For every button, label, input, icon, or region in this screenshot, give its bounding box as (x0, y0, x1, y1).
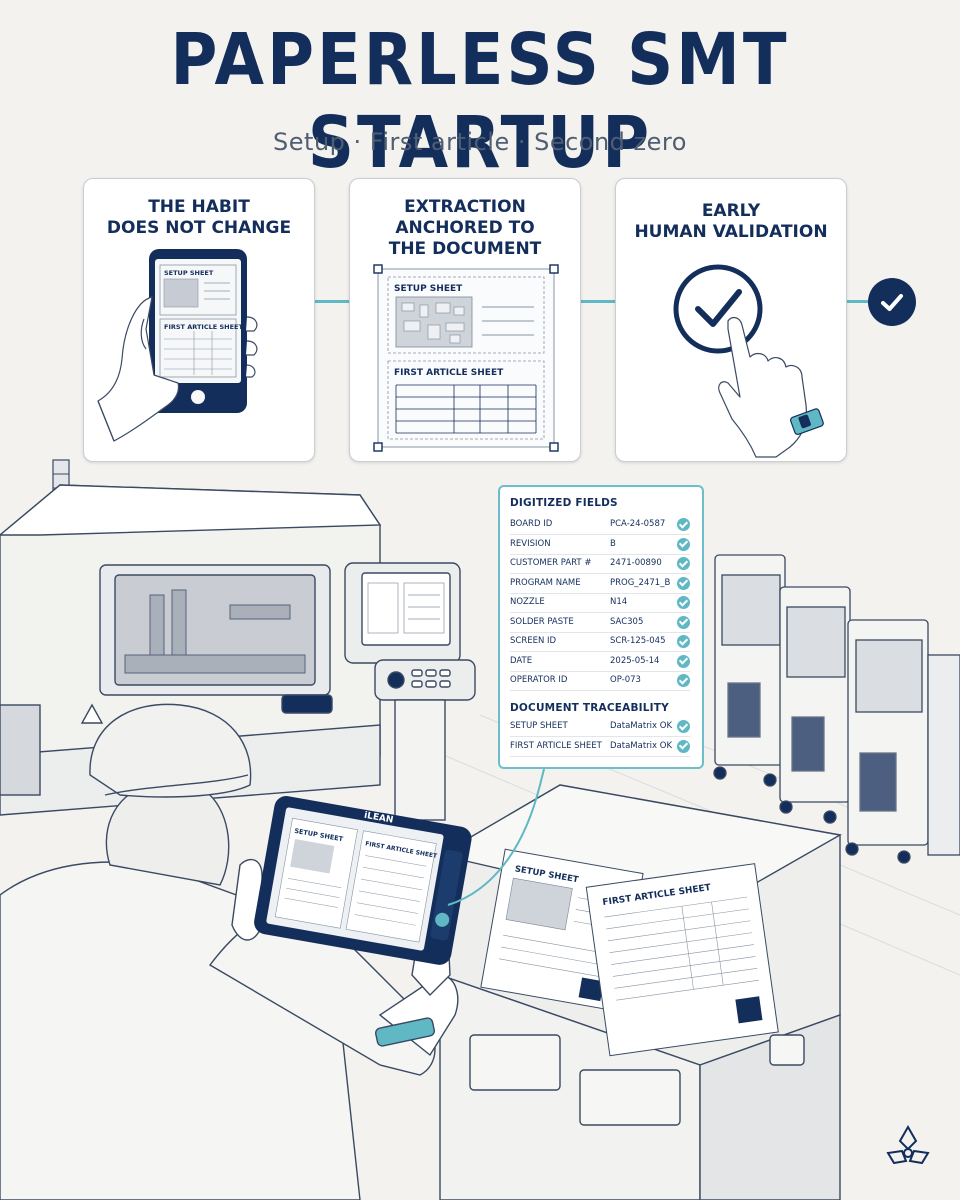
document-illustration: SETUP SHEET FIRST ARTICLE SHEET (373, 264, 559, 452)
field-value: DataMatrix OK (610, 721, 673, 731)
step-card-habit: THE HABIT DOES NOT CHANGE SETUP SHEET FI… (83, 178, 315, 462)
machine-control-panel (344, 562, 476, 821)
feeder-carts (713, 554, 960, 864)
field-label: SETUP SHEET (510, 721, 568, 731)
traceability-heading: DOCUMENT TRACEABILITY (510, 702, 669, 714)
logo-icon (886, 1124, 930, 1165)
field-row: REVISION B (510, 535, 690, 555)
pick-and-place-machine (0, 484, 382, 816)
check-icon (677, 557, 690, 570)
data-connector (447, 764, 546, 906)
panel-heading: DIGITIZED FIELDS (510, 497, 618, 509)
connector-line (831, 300, 869, 303)
field-label: OPERATOR ID (510, 675, 568, 685)
connector-line (581, 300, 615, 303)
step-card-validation: EARLY HUMAN VALIDATION (615, 178, 847, 462)
field-label: CUSTOMER PART # (510, 558, 592, 568)
tablet-device: iLEAN SETUP SHEET FIRST ARTICLE SHEET (254, 796, 472, 965)
check-icon (673, 264, 763, 354)
smartphone-icon (149, 249, 247, 413)
field-value: 2025-05-14 (610, 655, 660, 666)
check-icon (677, 615, 690, 629)
field-value: N14 (610, 597, 628, 607)
field-value: OP-073 (610, 675, 641, 685)
check-icon (677, 739, 690, 753)
check-icon (677, 674, 690, 687)
field-label: DATE (510, 655, 533, 666)
phone-doc-label: FIRST ARTICLE SHEET (164, 323, 243, 331)
step-title: EARLY HUMAN VALIDATION (634, 201, 828, 242)
doc-label: SETUP SHEET (394, 284, 463, 294)
check-icon (677, 576, 690, 590)
field-label: SCREEN ID (510, 636, 557, 646)
field-row: BOARD ID PCA-24-0587 (510, 515, 690, 535)
doc-label: FIRST ARTICLE SHEET (394, 368, 504, 378)
step-title: EXTRACTION ANCHORED TO THE DOCUMENT (388, 197, 542, 259)
field-label: FIRST ARTICLE SHEET (510, 740, 602, 751)
field-row: SOLDER PASTE SAC305 (510, 613, 690, 633)
field-value: PROG_2471_B (610, 577, 671, 588)
field-label: BOARD ID (510, 519, 553, 529)
field-row: NOZZLE N14 (510, 593, 690, 613)
phone-doc-label: SETUP SHEET (164, 269, 214, 277)
step-card-extraction: EXTRACTION ANCHORED TO THE DOCUMENT SETU… (349, 178, 581, 462)
check-icon (677, 635, 690, 648)
field-label: SOLDER PASTE (510, 616, 574, 627)
field-value: SCR-125-045 (610, 636, 666, 646)
field-row: SETUP SHEET DataMatrix OK (510, 717, 690, 737)
field-row: PROGRAM NAME PROG_2471_B (510, 574, 690, 594)
final-check-icon (868, 278, 916, 326)
check-icon (677, 518, 690, 531)
field-value: DataMatrix OK (610, 740, 673, 751)
check-icon (677, 720, 690, 733)
field-row: CUSTOMER PART # 2471-00890 (510, 554, 690, 574)
page-subtitle: Setup · First article · Second zero (273, 128, 687, 156)
desk-documents: SETUP SHEET FIRST ARTICLE SHEET (480, 848, 779, 1057)
field-row: SCREEN ID SCR-125-045 (510, 632, 690, 652)
pointing-finger-icon (718, 316, 807, 458)
field-value: 2471-00890 (610, 558, 662, 568)
step-title: THE HABIT DOES NOT CHANGE (106, 197, 292, 238)
watch-icon (790, 408, 824, 436)
page-title: PAPERLESS SMT STARTUP (170, 19, 790, 185)
field-value: B (610, 538, 616, 549)
field-row: DATE 2025-05-14 (510, 652, 690, 672)
check-icon (677, 537, 690, 551)
field-value: PCA-24-0587 (610, 519, 666, 529)
check-icon (677, 654, 690, 668)
field-row: FIRST ARTICLE SHEET DataMatrix OK (510, 737, 690, 757)
connector-line (313, 300, 349, 303)
field-label: REVISION (510, 538, 551, 549)
operator-figure (0, 703, 459, 1200)
field-row: OPERATOR ID OP-073 (510, 671, 690, 691)
field-label: PROGRAM NAME (510, 577, 581, 588)
phone-illustration: SETUP SHEET FIRST ARTICLE SHEET (97, 249, 258, 442)
field-label: NOZZLE (510, 597, 545, 607)
factory-scene: SETUP SHEET FIRST ARTICLE SHEET (0, 459, 960, 1200)
check-icon (677, 596, 690, 609)
validation-illustration (673, 264, 824, 458)
field-value: SAC305 (610, 616, 644, 627)
